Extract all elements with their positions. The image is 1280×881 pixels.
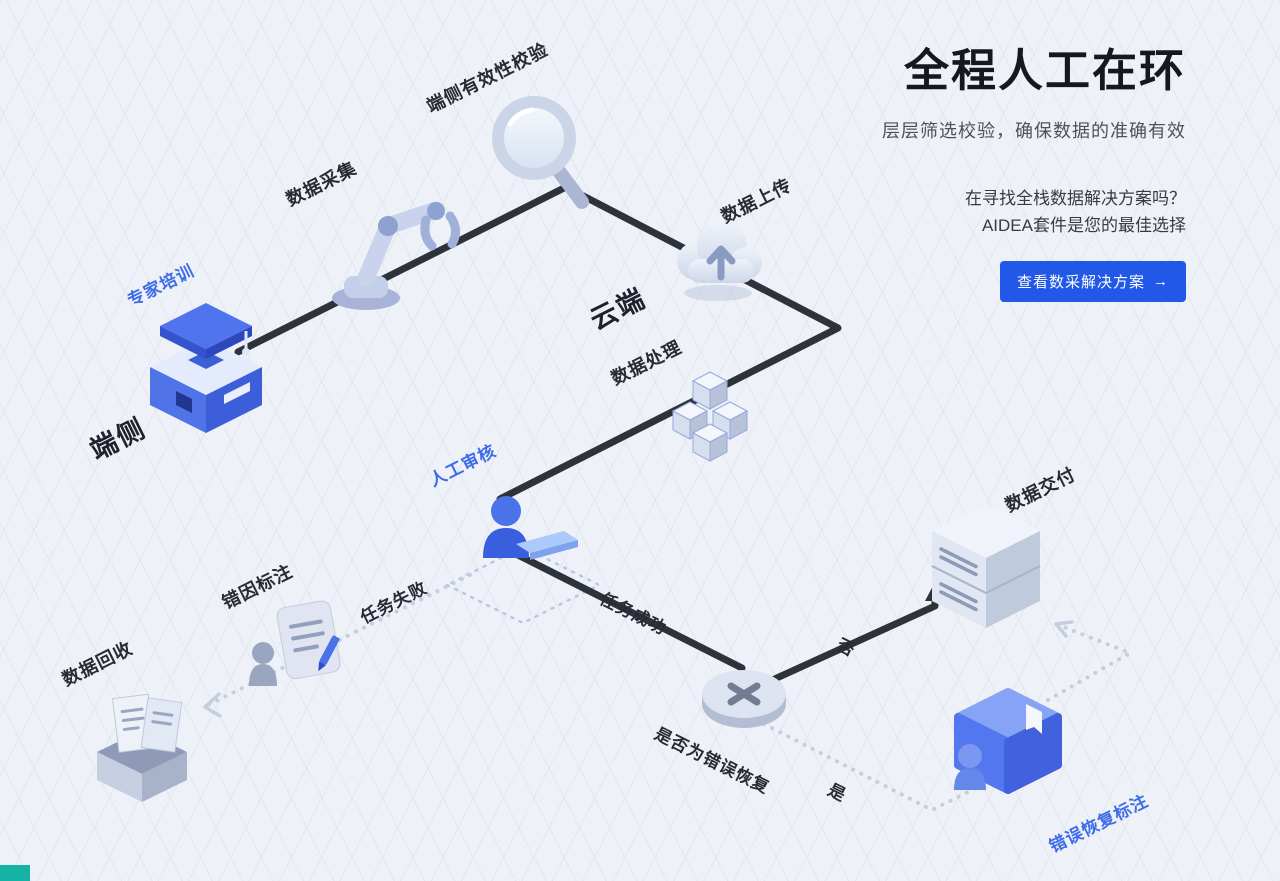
cloud-upload-icon (662, 205, 774, 308)
arrow-right-icon: → (1153, 273, 1169, 291)
person-book-icon (946, 676, 1066, 809)
success-flow-line (508, 548, 746, 672)
person-laptop-icon (466, 486, 581, 599)
reviewer-shadow-diamond (444, 545, 602, 625)
hero-pitch: 在寻找全栈数据解决方案吗？ AIDEA套件是您的最佳选择 (882, 185, 1186, 239)
recovery-dotted-line (1046, 622, 1135, 702)
page-title: 全程人工在环 (903, 45, 1186, 96)
graduation-cap-box-icon (142, 295, 270, 440)
robot-arm-icon (322, 178, 467, 318)
cta-button[interactable]: 查看数采解决方案 → (999, 261, 1186, 303)
cube-cluster-icon (652, 368, 767, 485)
x-cylinder-icon (698, 646, 790, 747)
hero-pitch-line2: AIDEA套件是您的最佳选择 (981, 216, 1186, 236)
hero-subtitle: 层层筛选校验，确保数据的准确有效 (882, 121, 1186, 141)
cta-label: 查看数采解决方案 (1016, 274, 1145, 292)
server-stack-icon (926, 498, 1046, 645)
next-section-peek (0, 865, 30, 881)
yes-dotted-line (762, 722, 978, 813)
person-document-icon (246, 598, 351, 701)
archive-box-icon (86, 686, 198, 809)
magnifier-icon (482, 90, 600, 217)
recovery-dotted-arrow (1054, 620, 1074, 638)
failure-dotted-arrow (203, 692, 222, 718)
hero-pitch-line1: 在寻找全栈数据解决方案吗？ (965, 189, 1186, 208)
hero-section: 全程人工在环 层层筛选校验，确保数据的准确有效 在寻找全栈数据解决方案吗？ AI… (882, 34, 1186, 303)
